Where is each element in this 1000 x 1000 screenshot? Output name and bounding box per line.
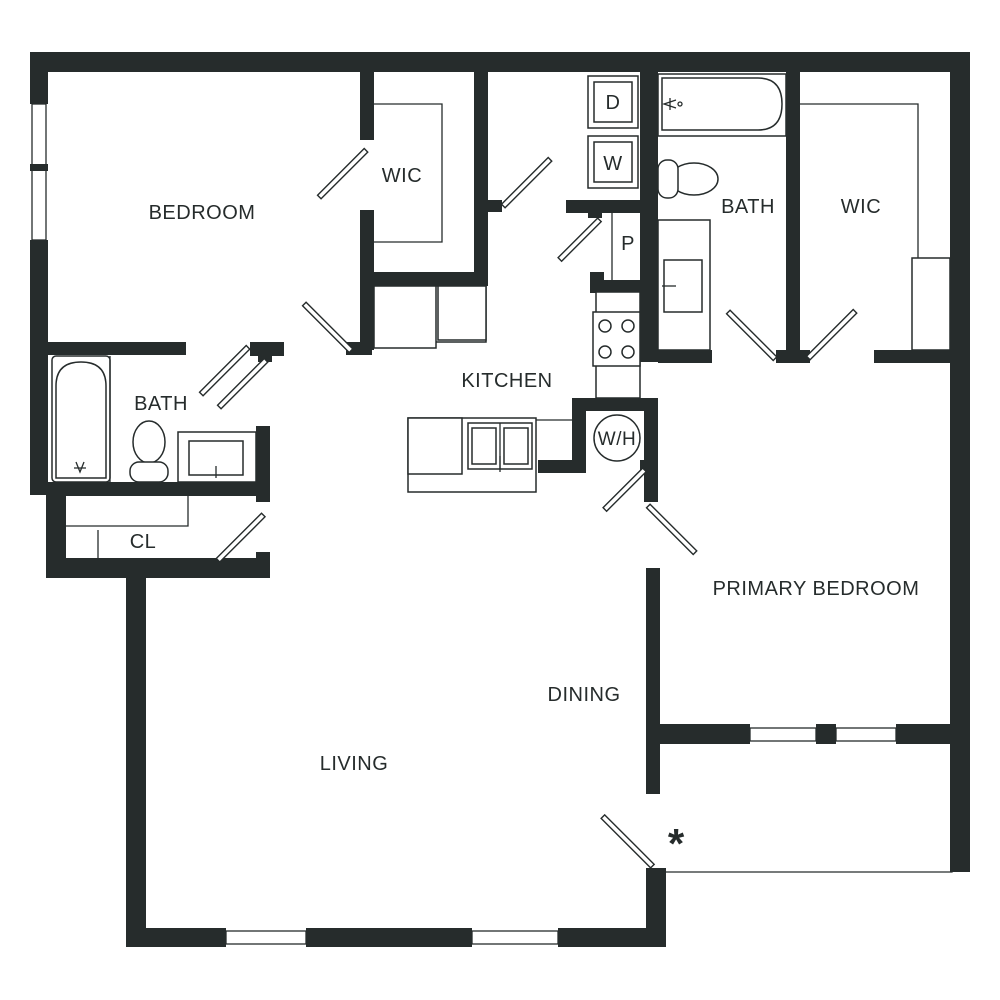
room-labels: BEDROOM WIC BATH CL KITCHEN D W P W/H BA…	[130, 92, 920, 867]
label-wic-left: WIC	[382, 165, 422, 187]
water-heater-icon	[593, 414, 641, 462]
bathtub-left-basin	[55, 361, 107, 479]
label-pantry: P	[621, 233, 635, 255]
label-bedroom: BEDROOM	[149, 202, 256, 224]
dishwasher	[373, 285, 437, 349]
toilet-right-seat	[657, 159, 679, 199]
label-bath-left: BATH	[134, 393, 188, 415]
label-washer: W	[603, 153, 622, 175]
closet-shelves	[66, 103, 951, 558]
fridge	[437, 285, 487, 341]
patio-outline	[666, 744, 953, 873]
label-kitchen: KITCHEN	[461, 370, 552, 392]
stove-icon	[592, 311, 641, 367]
windows	[30, 103, 897, 945]
bath-left-fixtures	[51, 355, 257, 483]
door-patio	[600, 813, 656, 869]
kitchen-fixtures	[373, 285, 641, 493]
door-pantry	[557, 217, 603, 263]
interior-walls	[48, 72, 952, 794]
doors	[198, 147, 858, 869]
door-bath-right	[725, 309, 778, 362]
door-primary-bedroom	[645, 503, 698, 556]
door-bedroom	[301, 301, 354, 354]
bathtub-right-basin	[661, 77, 783, 131]
exterior-walls	[30, 52, 970, 947]
drain-right-icon	[661, 98, 677, 110]
laundry-fixtures	[587, 75, 639, 189]
bath-right-fixtures	[657, 73, 787, 351]
drain-left-icon	[74, 461, 86, 474]
label-living: LIVING	[320, 753, 389, 775]
door-water-heater	[602, 467, 648, 513]
toilet-left-tank	[132, 420, 166, 464]
door-bath-left-a	[198, 344, 251, 397]
door-bath-left-b	[216, 357, 269, 410]
label-closet: CL	[130, 531, 157, 553]
door-laundry	[500, 156, 553, 209]
island-cabinet	[407, 417, 463, 475]
door-wic-left	[316, 147, 369, 200]
label-dining: DINING	[548, 684, 621, 706]
patio-marker: *	[668, 820, 685, 867]
door-wic-right	[805, 308, 858, 361]
label-dryer: D	[606, 92, 621, 114]
toilet-left-seat	[129, 461, 169, 483]
label-wic-right: WIC	[841, 196, 881, 218]
label-primary-bedroom: PRIMARY BEDROOM	[713, 578, 920, 600]
label-bath-right: BATH	[721, 196, 775, 218]
label-water-heater: W/H	[598, 429, 636, 450]
door-closet	[215, 512, 267, 564]
